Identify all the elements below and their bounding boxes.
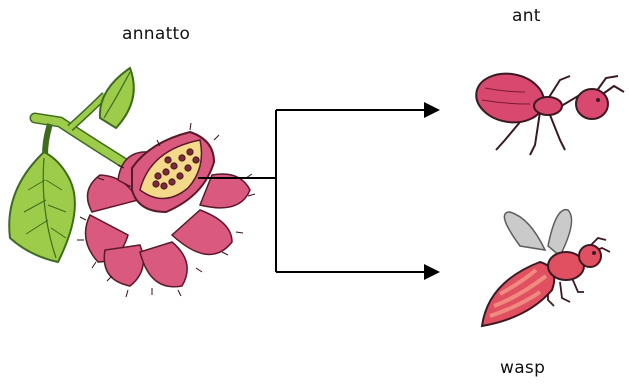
arrowhead-wasp — [424, 264, 440, 280]
label-wasp: wasp — [500, 358, 545, 378]
annatto-plant-icon — [9, 68, 255, 297]
wasp-icon — [482, 210, 610, 326]
label-annatto: annatto — [122, 24, 190, 44]
arrowhead-ant — [424, 102, 440, 118]
label-ant: ant — [512, 6, 541, 26]
ant-icon — [472, 68, 624, 155]
